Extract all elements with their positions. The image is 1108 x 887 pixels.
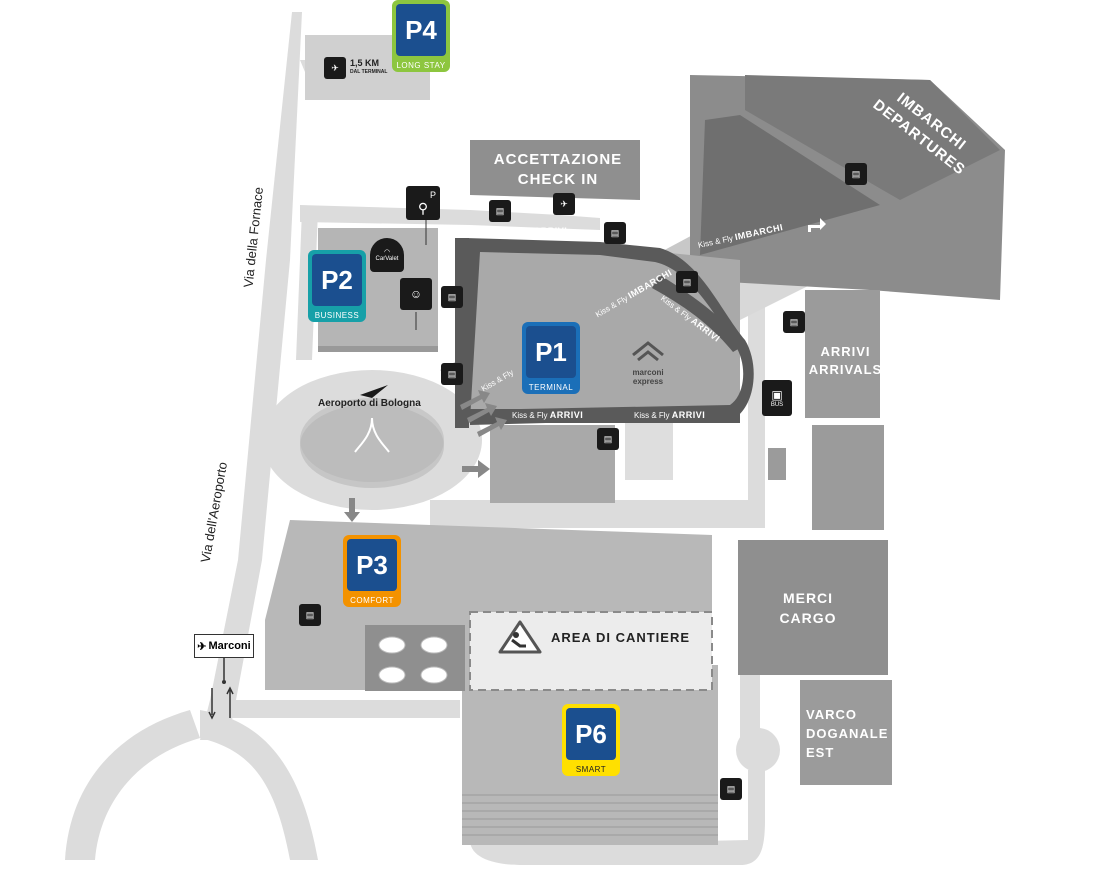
kf-prefix: Kiss & Fly (634, 411, 670, 420)
parking-p4-label: LONG STAY (396, 61, 446, 70)
varco-line2: DOGANALE (806, 726, 889, 741)
payment-machine-icon: ▤ (441, 363, 463, 385)
parking-p3-badge[interactable]: P3 COMFORT (343, 535, 401, 607)
marconi-sign: ✈ Marconi (194, 634, 254, 658)
parking-p3-label: COMFORT (350, 596, 394, 605)
kf-prefix: Kiss & Fly (512, 411, 548, 420)
varco-line3: EST (806, 745, 835, 760)
parking-p1-badge[interactable]: P1 TERMINAL (522, 322, 580, 394)
kiss-fly-arrivi-road (455, 238, 754, 425)
road-label-arrivi-bottom-right: Kiss & Fly ARRIVI (634, 410, 705, 420)
parking-p3-code: P3 (347, 539, 397, 591)
kf-prefix: Kiss & Fly (496, 227, 532, 236)
arrivals-line2: ARRIVALS (808, 362, 883, 377)
p4-distance-km: 1,5 KM (350, 58, 380, 68)
arrivals-line1: ARRIVI (820, 344, 871, 359)
airport-logo-label: Aeroporto di Bologna (318, 398, 421, 409)
cargo-line1: MERCI (782, 590, 834, 606)
road-via-fornace (200, 12, 302, 740)
parking-p2-badge[interactable]: P2 BUSINESS (308, 250, 366, 322)
motorcycle-parking-icon: P ⚲ (406, 186, 440, 220)
arrivi-label: ARRIVI (671, 410, 706, 420)
payment-machine-icon: ▤ (845, 163, 867, 185)
parking-p2-code: P2 (312, 254, 362, 306)
payment-machine-icon: ▤ (489, 200, 511, 222)
bus-label: BUS (770, 402, 784, 408)
road-label-arrivi-bottom-left: Kiss & Fly ARRIVI (512, 410, 583, 420)
warning-sign-icon (498, 620, 542, 654)
checkin-line1: ACCETTAZIONE (493, 151, 623, 168)
road-label-arrivi-top: Kiss & Fly ARRIVI (496, 226, 567, 236)
arrivi-label: ARRIVI (549, 410, 584, 420)
payment-machine-icon: ▤ (604, 222, 626, 244)
parking-p4-code: P4 (396, 4, 446, 56)
shuttle-checkin-icon: ✈ (553, 193, 575, 215)
payment-machine-icon: ▤ (299, 604, 321, 626)
parking-p6-code: P6 (566, 708, 616, 760)
parking-p2-label: BUSINESS (314, 311, 360, 320)
p4-distance-note: DAL TERMINAL (350, 69, 388, 75)
airplane-icon: ✈ (197, 640, 207, 653)
ticket-office-icon: ☺ (400, 278, 432, 310)
checkin-line2: CHECK IN (517, 171, 599, 188)
cargo-label: MERCI CARGO (748, 588, 868, 628)
checkin-label: ACCETTAZIONE CHECK IN (478, 150, 638, 190)
marconi-express-label: marconi express (628, 368, 668, 386)
parking-p1-code: P1 (526, 326, 576, 378)
arrivals-label: ARRIVI ARRIVALS (808, 343, 883, 379)
marconi-sign-label: Marconi (208, 640, 251, 652)
marconi-express-line1: marconi (632, 368, 664, 377)
carvalet-icon: ◠ CarValet (370, 238, 404, 272)
cantiere-label: AREA DI CANTIERE (551, 630, 691, 645)
parking-p6-badge[interactable]: P6 SMART (562, 704, 620, 776)
bus-icon: ▣ BUS (762, 380, 792, 416)
marconi-express-logo-icon (632, 341, 664, 362)
shuttle-icon: ✈ (324, 57, 346, 79)
parking-p6-label: SMART (575, 765, 607, 774)
marconi-express-line2: express (632, 377, 664, 386)
varco-line1: VARCO (806, 707, 857, 722)
moto-p-letter: P (429, 189, 436, 200)
payment-machine-icon: ▤ (720, 778, 742, 800)
parking-p4-badge[interactable]: P4 LONG STAY (392, 0, 450, 72)
parking-p1-label: TERMINAL (528, 383, 574, 392)
payment-machine-icon: ▤ (676, 271, 698, 293)
varco-label: VARCO DOGANALE EST (800, 705, 889, 762)
payment-machine-icon: ▤ (783, 311, 805, 333)
p4-distance: 1,5 KM DAL TERMINAL (350, 59, 387, 77)
carvalet-label: CarValet (375, 256, 399, 262)
cargo-line2: CARGO (779, 610, 837, 626)
payment-machine-icon: ▤ (441, 286, 463, 308)
payment-machine-icon: ▤ (597, 428, 619, 450)
arrivi-label: ARRIVI (533, 226, 568, 236)
